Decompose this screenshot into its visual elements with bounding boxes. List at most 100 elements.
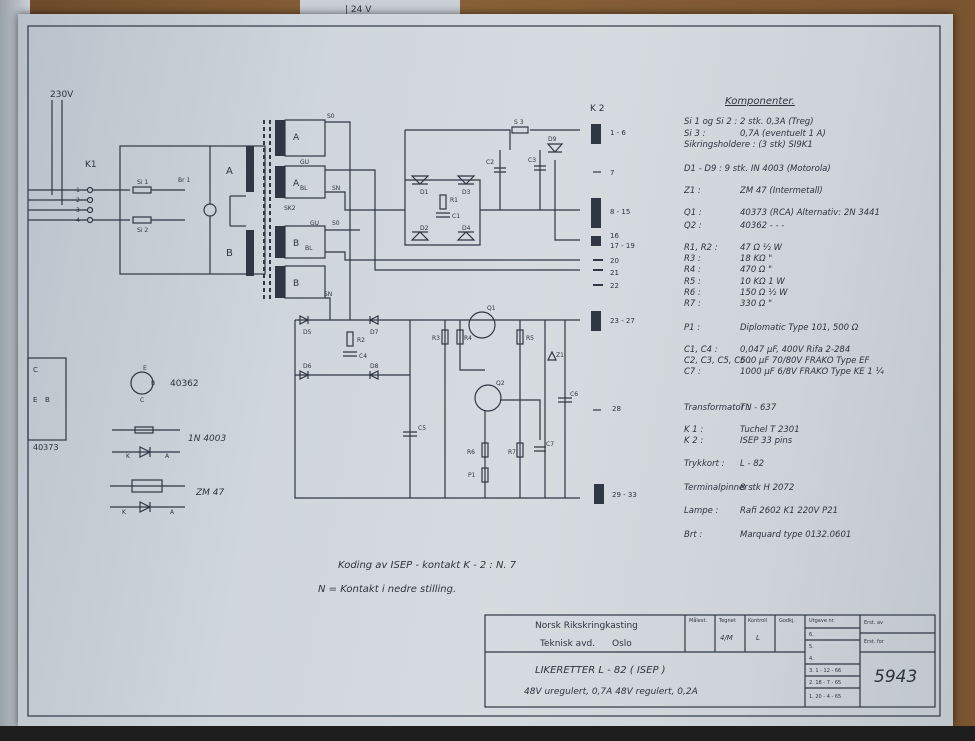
label-q1: Q1 bbox=[487, 305, 496, 312]
capacitor-c5 bbox=[403, 431, 417, 437]
zener-legend-icon bbox=[139, 501, 152, 513]
tb-subtitle: 48V uregulert, 0,7A 48V regulert, 0,2A bbox=[524, 687, 698, 697]
diode-d5 bbox=[299, 315, 310, 325]
label-c2: C2 bbox=[486, 159, 494, 166]
capacitor-c7 bbox=[534, 446, 546, 452]
transistor-q1 bbox=[468, 311, 496, 339]
component-line-23-value: Marquard type 0132.0601 bbox=[740, 530, 851, 540]
k1-pin-2: 2 bbox=[76, 197, 80, 204]
tb-dept: Teknisk avd. bbox=[539, 639, 595, 649]
component-line-2-key: Sikringsholdere : (3 stk) SI9K1 bbox=[684, 140, 813, 150]
component-line-19-value: ISEP 33 pins bbox=[740, 436, 793, 446]
k2-label: K 2 bbox=[590, 104, 605, 114]
label-d4: D4 bbox=[462, 225, 471, 232]
diode-d4 bbox=[456, 231, 476, 241]
k2-pin-3: 8 - 15 bbox=[610, 208, 630, 216]
tap-sn2: SN bbox=[324, 291, 332, 298]
k2-pin-11: 29 - 33 bbox=[612, 491, 637, 499]
k1-pin-3: 3 bbox=[76, 207, 80, 214]
diode-d8 bbox=[368, 370, 379, 380]
component-line-20-key: Trykkort : bbox=[684, 459, 725, 469]
tb-org: Norsk Rikskringkasting bbox=[535, 621, 638, 631]
secondary-windings bbox=[275, 119, 326, 299]
tb-rev-6: 6. bbox=[809, 632, 814, 638]
capacitor-c3 bbox=[534, 165, 546, 171]
tap-s02: S0 bbox=[332, 220, 340, 227]
lamp-icon bbox=[203, 203, 217, 217]
k2-pin-5: 17 - 19 bbox=[610, 242, 635, 250]
diode-d3 bbox=[456, 175, 476, 185]
component-line-20-value: L - 82 bbox=[740, 459, 764, 469]
label-d1: D1 bbox=[420, 189, 429, 196]
tap-s0: S0 bbox=[327, 113, 335, 120]
tap-bl1: BL bbox=[300, 185, 308, 192]
k1-connector bbox=[28, 186, 94, 224]
resistor-r3 bbox=[441, 329, 449, 345]
tap-sn1: SN bbox=[332, 185, 340, 192]
tb-rev-4: 4. bbox=[809, 656, 814, 662]
primary-a: A bbox=[226, 166, 233, 177]
br1-label: Br 1 bbox=[178, 177, 190, 184]
diode-d2 bbox=[410, 231, 430, 241]
primary-box bbox=[119, 145, 266, 275]
label-d9: D9 bbox=[548, 136, 557, 143]
component-line-22-key: Lampe : bbox=[684, 506, 719, 516]
component-line-11-key: R6 : bbox=[684, 288, 701, 298]
component-line-17-key: Transformator : bbox=[684, 403, 750, 413]
resistor-r2 bbox=[346, 331, 354, 347]
label-c5: C5 bbox=[418, 425, 426, 432]
resistor-r5 bbox=[516, 329, 524, 345]
component-line-22-value: Rafi 2602 K1 220V P21 bbox=[740, 506, 838, 516]
tb-rev-5: 5. bbox=[809, 644, 814, 650]
k2-pin-9: 23 - 27 bbox=[610, 317, 635, 325]
component-line-16-value: 1000 µF 6/8V FRAKO Type KE 1 ¼ bbox=[740, 367, 884, 377]
sec-b2: B bbox=[293, 279, 299, 289]
label-c7: C7 bbox=[546, 441, 554, 448]
diode-d1 bbox=[410, 175, 430, 185]
mains-label: 230V bbox=[50, 90, 74, 100]
zener-z1 bbox=[547, 350, 557, 361]
k1-pin-1: 1 bbox=[76, 187, 80, 194]
k1-label: K1 bbox=[85, 160, 97, 170]
tb-erst-for: Erst. for bbox=[864, 639, 885, 645]
primary-winding-b bbox=[246, 230, 254, 276]
zener-legend-body bbox=[131, 479, 163, 493]
component-line-9-value: 470 Ω " bbox=[740, 265, 772, 275]
component-line-5-key: Q1 : bbox=[684, 208, 702, 218]
tb-h-erst-av: Erst. av bbox=[864, 620, 883, 626]
bottom-bar bbox=[0, 726, 975, 741]
component-line-21-value: 8 stk H 2072 bbox=[740, 483, 794, 493]
label-p1: P1 bbox=[468, 472, 476, 479]
component-line-18-key: K 1 : bbox=[684, 425, 703, 435]
legend-q-pin-b: B bbox=[151, 380, 155, 387]
k2-pin-6: 20 bbox=[610, 257, 619, 265]
potentiometer-p1 bbox=[481, 467, 489, 483]
component-line-1-key: Si 3 : bbox=[684, 129, 706, 139]
label-d5: D5 bbox=[303, 329, 312, 336]
label-r2: R2 bbox=[357, 337, 365, 344]
component-line-6-value: 40362 - - - bbox=[740, 221, 784, 231]
fuse-si2 bbox=[132, 216, 152, 224]
component-line-0-key: Si 1 og Si 2 : 2 stk. 0,3A (Treg) bbox=[684, 117, 814, 127]
label-d3: D3 bbox=[462, 189, 471, 196]
component-line-7-value: 47 Ω ½ W bbox=[740, 243, 783, 253]
si2-label: Si 2 bbox=[137, 227, 148, 234]
tb-h-kontroll: Kontroll bbox=[748, 618, 767, 624]
tb-h-tegnet: Tegnet bbox=[718, 618, 736, 624]
legend-q-pin-e: E bbox=[143, 365, 147, 372]
resistor-r7 bbox=[516, 442, 524, 458]
schematic-sheet bbox=[18, 14, 953, 726]
legend-q-pin-c: C bbox=[140, 397, 144, 404]
label-r7: R7 bbox=[508, 449, 516, 456]
transistor-q2 bbox=[474, 384, 502, 412]
diode-legend-body bbox=[134, 426, 154, 434]
component-line-19-key: K 2 : bbox=[684, 436, 703, 446]
component-line-13-value: Diplomatic Type 101, 500 Ω bbox=[740, 323, 859, 333]
transistor-legend-icon bbox=[130, 371, 154, 395]
primary-b: B bbox=[226, 248, 233, 259]
label-c6: C6 bbox=[570, 391, 578, 398]
legend-q2-label: 40362 bbox=[170, 379, 199, 389]
legend-zener-label: ZM 47 bbox=[195, 488, 225, 498]
k2-pin-4: 16 bbox=[610, 232, 619, 240]
legend-k2: K bbox=[122, 509, 127, 516]
